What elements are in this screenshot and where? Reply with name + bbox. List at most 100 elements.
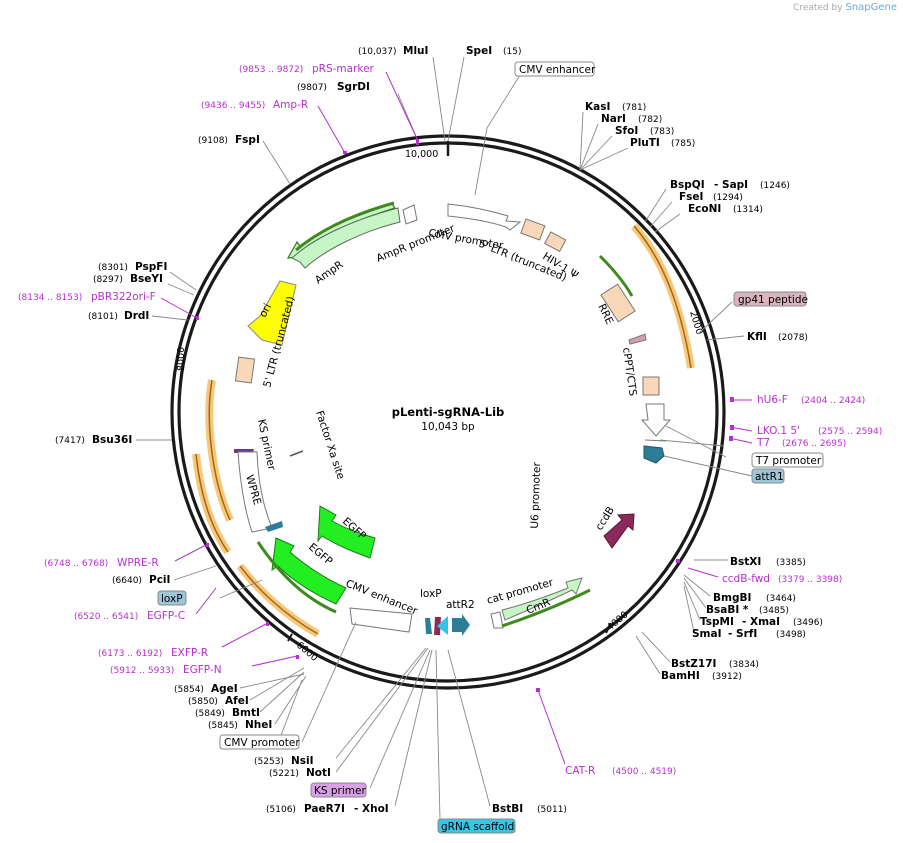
primer-catr: CAT-R [565,765,595,777]
site-pos-agei: (5854) [174,685,204,695]
site-pos-bamhi: (3912) [712,672,742,682]
primer-pos-exfp: (6173 .. 6192) [98,649,162,659]
site-bstbi: BstBI [492,803,523,815]
feat-egfp-lower: EGFP [306,541,335,568]
site-sfoi: SfoI [615,125,638,137]
u6-promoter-arrow [640,403,672,437]
site-pos-smai: (3498) [776,630,806,640]
credit-brand: SnapGene [845,2,897,13]
ampr-arrow [291,207,401,269]
primer-mark-prs [416,139,419,145]
box-cmv-promoter [219,734,300,750]
egfp-band [256,541,337,614]
orange-arc-left1 [205,379,234,522]
site-pluti: PluTI [630,137,660,149]
ampr-promoter-arrow [402,204,418,225]
boxed-cmv-promoter: CMV promoter [224,737,300,749]
site-spei: SpeI [466,45,492,57]
primer-mark-t7 [729,436,733,441]
primer-pbr: pBR322ori-F [91,291,156,303]
primer-hu6: hU6-F [757,394,788,406]
factor-xa-mark [289,450,304,457]
site-pos-pluti: (785) [671,139,695,149]
loxp-left-mark [265,521,283,532]
box-grna-scaffold [437,818,516,834]
feat-loxp: loxP [420,588,442,600]
primer-mark-catr [536,688,540,692]
site-kfli: KflI [747,331,767,343]
psi-box [543,231,567,253]
tick-8000: 8000 [176,347,187,371]
site-bstz17i: BstZ17I [671,658,716,670]
box-attr1 [751,468,785,484]
primer-mark-hu6 [730,397,734,402]
site-mlui: MluI [403,45,428,57]
tick-2000: 2000 [687,310,705,336]
snapgene-credit: Created by SnapGene [793,2,897,13]
site-pcii: PciI [149,574,170,586]
site-sgrdi: SgrDI [337,81,370,93]
gp41-small [628,333,647,345]
site-pos-bmti: (5849) [195,709,225,719]
attr2-arrow [452,614,470,636]
primer-exfp: EXFP-R [171,647,208,659]
primer-pos-hu6: (2404 .. 2424) [801,396,865,406]
ori-arrow [247,280,297,346]
primer-leaders [160,71,753,765]
egfp-lower [271,537,347,605]
site-pos-pspfi: (8301) [98,263,128,273]
feat-u6: U6 promoter [529,461,543,528]
primer-pos-ampr: (9436 .. 9455) [201,101,265,111]
boxed-loxp: loxP [161,593,183,605]
site-pos-econi: (1314) [733,205,763,215]
site-pos-fspi: (9108) [198,136,228,146]
primer-lko: LKO.1 5' [757,425,800,437]
attr1-arrow [643,445,665,464]
site-pos-bsu36i: (7417) [55,436,85,446]
boxed-t7-promoter: T7 promoter [755,455,822,467]
site-pos-nari: (782) [638,115,662,125]
feat-ks-primer: KS primer [255,418,278,472]
site-econi: EcoNI [688,203,721,215]
feat-ori: ori [257,302,274,320]
site-drdi: DrdI [124,310,149,322]
boxed-grna-scaffold: gRNA scaffold [441,821,514,833]
feat-ampr-promoter: AmpR promoter [375,222,457,265]
site-pos-bstz17i: (3834) [729,660,759,670]
primer-pos-egfpc: (6520 .. 6541) [74,612,138,622]
site-pos-spei: (15) [503,47,521,57]
site-xmai: - XmaI [742,616,780,628]
site-bmgbi: BmgBI [713,592,751,604]
loxp-bar [425,618,432,634]
site-pos-bmgbi: (3464) [766,594,796,604]
boxed-cmv-enhancer: CMV enhancer [519,64,596,76]
box-cmv-enhancer [514,61,595,77]
site-xhoi: - XhoI [354,803,389,815]
ltr-top-box [520,218,546,241]
boxed-ks-primer: KS primer [314,785,366,797]
box-ks-primer [310,782,367,798]
tick-6000: 6000 [294,640,320,664]
site-bstxi: BstXI [730,556,761,568]
site-nari: NarI [601,113,626,125]
site-bmti: BmtI [232,707,260,719]
site-srfi: - SrfI [728,628,757,640]
site-smai: SmaI [692,628,722,640]
site-bsabi: BsaBI * [706,604,749,616]
feat-factor-xa: Factor Xa site [313,409,346,481]
cmv-promoter-arrow [447,203,522,231]
ampr-band [295,201,395,252]
boxed-attr1: attR1 [755,471,784,483]
site-pos-paer7i: (5106) [266,805,296,815]
primer-mark-pbr [196,316,199,320]
primer-prs: pRS-marker [312,63,375,75]
site-pos-bseyi: (8297) [93,275,123,285]
site-pos-sgrdi: (9807) [297,83,327,93]
plasmid-name: pLenti-sgRNA-Lib [392,405,505,419]
primer-egfpc: EGFP-C [147,610,185,622]
attr2-cyan [437,616,448,635]
cat-promoter-arrow [490,611,504,629]
site-pos-kasi: (781) [622,103,646,113]
primer-wpre: WPRE-R [117,557,159,569]
